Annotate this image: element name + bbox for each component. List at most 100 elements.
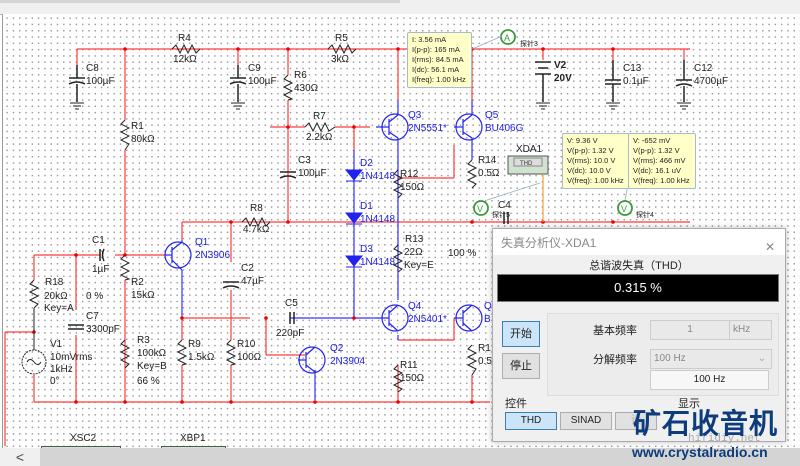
d3-name: D3 <box>360 244 373 255</box>
d1-name: D1 <box>360 201 373 212</box>
r14-name: R14 <box>478 155 497 166</box>
settings-button[interactable]: 设 <box>615 412 657 430</box>
resolution-frequency-select[interactable]: 100 Hz ⌄ <box>650 349 772 369</box>
c4-name: C4 <box>498 200 511 211</box>
r3-value: 100kΩ <box>137 348 167 359</box>
r7-name: R7 <box>313 111 326 122</box>
resolution-frequency-label: 分解频率 <box>593 354 637 366</box>
c3-value: 100µF <box>298 168 327 179</box>
c7-value: 3300pF <box>86 324 120 335</box>
c9-name: C9 <box>248 63 261 74</box>
r7-symbol <box>304 121 336 133</box>
xda1-instrument[interactable]: THD <box>507 155 549 222</box>
resolution-select-value: 100 Hz <box>654 353 686 364</box>
chevron-down-icon: ⌄ <box>757 353 766 364</box>
r12-symbol <box>392 169 404 199</box>
fundamental-frequency-input[interactable]: 1 <box>650 320 730 340</box>
probe3-line: I(dc): 56.1 mA <box>412 65 460 74</box>
r13-name: R13 <box>405 234 424 245</box>
probe3-label: 探针3 <box>520 39 538 48</box>
r5-value: 3kΩ <box>331 54 350 65</box>
c8-value: 100µF <box>86 76 115 87</box>
q2-name: Q2 <box>330 343 344 354</box>
ground-symbols <box>70 102 691 110</box>
probe4-line: V: -652 mV <box>633 136 671 145</box>
q3-name: Q3 <box>408 110 422 121</box>
r1-name: R1 <box>131 121 144 132</box>
r1-value: 80kΩ <box>131 134 155 145</box>
watermark-url: www.crystalradio.cn <box>632 444 768 460</box>
probe5-line: V(dc): 10.0 V <box>567 166 611 175</box>
v2-value: 20V <box>554 73 572 84</box>
r13-value: 22Ω <box>404 247 423 258</box>
start-button[interactable]: 开始 <box>502 321 540 347</box>
r10-name: R10 <box>237 339 256 350</box>
q2-value: 2N3904 <box>330 356 365 367</box>
fundamental-frequency-unit[interactable]: kHz <box>729 320 772 340</box>
r9-value: 1.5kΩ <box>188 352 215 363</box>
chevron-left-icon: < <box>15 449 25 465</box>
r14-symbol <box>466 159 478 189</box>
fundamental-frequency-label: 基本频率 <box>593 325 637 337</box>
r1-symbol <box>119 119 131 151</box>
c12-name: C12 <box>694 63 713 74</box>
probe3-readout: I: 3.56 mA I(p-p): 165 mA I(rms): 84.5 m… <box>407 32 472 88</box>
close-button[interactable]: ✕ <box>757 231 779 254</box>
r8-name: R8 <box>250 203 263 214</box>
q5-name: Q5 <box>485 110 499 121</box>
probe5-line: V(p-p): 1.32 V <box>567 146 614 155</box>
distortion-analyzer-dialog[interactable]: 失真分析仪-XDA1 ✕ 总谐波失真（THD） 0.315 % 开始 停止 基本… <box>492 228 786 442</box>
probe4-readout: V: -652 mV V(p-p): 1.32 V V(rms): 466 mV… <box>628 133 696 189</box>
q1-name: Q1 <box>195 237 209 248</box>
r7-value: 2.2kΩ <box>306 132 333 143</box>
transistor-symbols <box>164 113 483 374</box>
xda1-name: XDA1 <box>516 144 543 155</box>
c13-name: C13 <box>623 63 642 74</box>
horizontal-scrollbar[interactable] <box>0 448 800 466</box>
sinad-button[interactable]: SINAD <box>560 412 612 430</box>
q5-value: BU406G <box>485 123 524 134</box>
dialog-title-bar[interactable]: 失真分析仪-XDA1 ✕ <box>493 229 785 255</box>
r3-key: Key=B <box>137 361 167 372</box>
v1-name: V1 <box>50 339 63 350</box>
display-group-label: 显示 <box>678 398 700 410</box>
capacitor-symbols <box>68 60 693 330</box>
probe-icons[interactable]: A 探针3 V 探针5 V 探针4 <box>469 29 654 219</box>
c9-value: 100µF <box>248 76 277 87</box>
r8-symbol <box>241 216 271 228</box>
r12-value: 150Ω <box>400 182 425 193</box>
r18-symbol <box>28 279 40 309</box>
c7-name: C7 <box>86 311 99 322</box>
d1-value: 1N4148 <box>360 214 395 225</box>
ruler-toolbar-strip <box>0 0 400 3</box>
probe5-line: V: 9.36 V <box>567 136 598 145</box>
r15-value: 0.5 <box>478 356 492 367</box>
probe5-readout: V: 9.36 V V(p-p): 1.32 V V(rms): 10.0 V … <box>562 133 630 189</box>
controls-group-label: 控件 <box>505 398 527 410</box>
r11-symbol <box>392 364 404 393</box>
probe4-line: V(dc): 16.1 uV <box>633 166 681 175</box>
v2-name: V2 <box>554 60 567 71</box>
thd-button[interactable]: THD <box>505 412 557 430</box>
r11-value: 150Ω <box>400 373 425 384</box>
stop-button[interactable]: 停止 <box>502 353 540 379</box>
r13-symbol <box>392 244 404 273</box>
r10-value: 100Ω <box>237 352 262 363</box>
r11-name: R11 <box>400 360 418 371</box>
probe5-line: V(freq): 1.00 kHz <box>567 176 624 185</box>
c2-name: C2 <box>241 263 254 274</box>
q4-name: Q4 <box>408 301 422 312</box>
r18-name: R18 <box>45 277 64 288</box>
v1-frequency: 1kHz <box>50 364 73 375</box>
probe5-icon <box>473 200 489 216</box>
r18-value: 20kΩ <box>44 291 68 302</box>
probe4-line: V(freq): 1.00 kHz <box>633 176 690 185</box>
scroll-left-button[interactable]: < <box>0 448 40 466</box>
r12-name: R12 <box>400 169 419 180</box>
r4-value: 12kΩ <box>173 54 197 65</box>
r10-symbol <box>225 339 237 366</box>
c2-value: 47µF <box>241 276 264 287</box>
probe5-line: V(rms): 10.0 V <box>567 156 616 165</box>
probe4-line: V(rms): 466 mV <box>633 156 686 165</box>
